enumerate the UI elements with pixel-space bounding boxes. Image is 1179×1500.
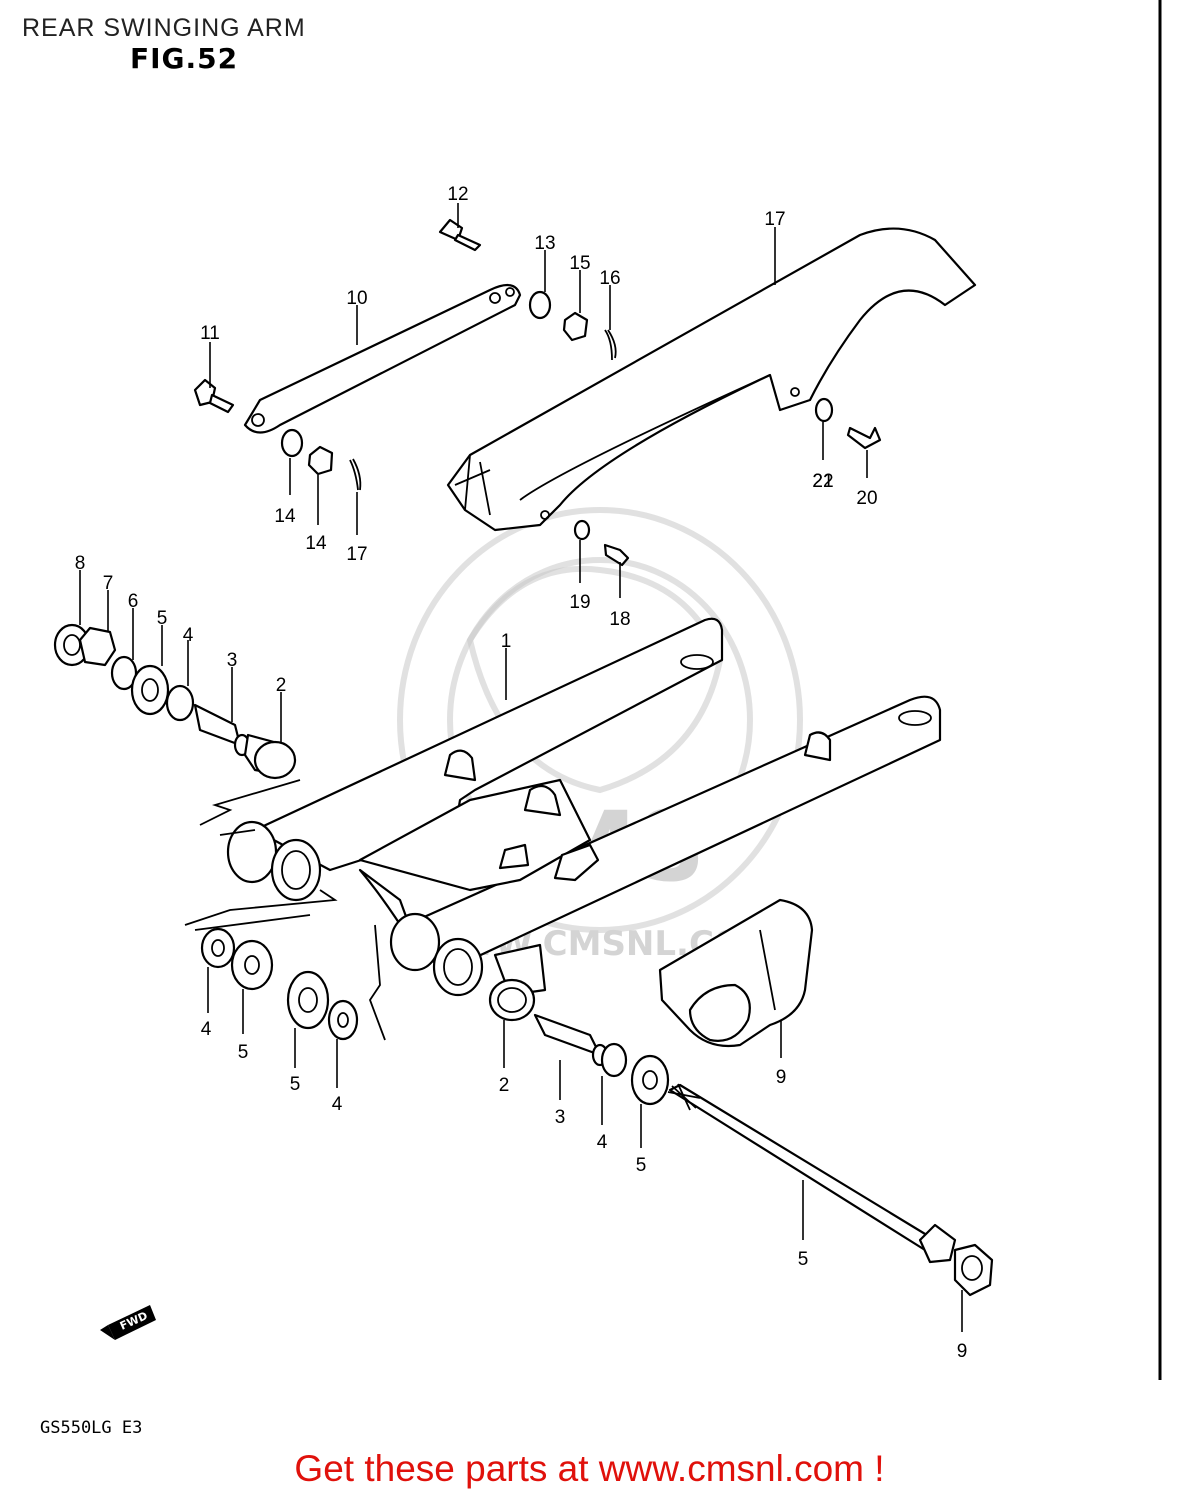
callout-number: 13 bbox=[534, 233, 555, 254]
part-right-hardware bbox=[488, 978, 994, 1297]
part-chain-adjuster bbox=[658, 898, 814, 1048]
callout-layer: 1223344445555567899101112131414151617171… bbox=[75, 184, 968, 1362]
get-parts-link[interactable]: Get these parts at www.cmsnl.com ! bbox=[294, 1448, 885, 1489]
callout-number: 12 bbox=[447, 184, 468, 205]
figure-number: FIG.52 bbox=[130, 42, 239, 75]
callout-number: 4 bbox=[332, 1094, 343, 1115]
callout-number: 21 bbox=[812, 471, 833, 492]
callout-number: 6 bbox=[128, 591, 139, 612]
callout-number: 16 bbox=[599, 268, 620, 289]
callout-number: 2 bbox=[499, 1075, 510, 1096]
callout-number: 11 bbox=[200, 323, 220, 344]
callout-number: 8 bbox=[75, 553, 86, 574]
callout-number: 4 bbox=[201, 1019, 212, 1040]
callout-number: 4 bbox=[183, 625, 194, 646]
callout-number: 18 bbox=[609, 609, 630, 630]
callout-number: 5 bbox=[636, 1155, 647, 1176]
callout-number: 5 bbox=[798, 1249, 809, 1270]
part-left-hardware bbox=[53, 623, 297, 780]
callout-number: 17 bbox=[764, 209, 785, 230]
callout-number: 15 bbox=[569, 253, 590, 274]
callout-number: 3 bbox=[227, 650, 238, 671]
callout-number: 4 bbox=[597, 1132, 608, 1153]
part-torque-link bbox=[243, 283, 522, 434]
callout-number: 5 bbox=[157, 608, 168, 629]
callout-number: 7 bbox=[103, 573, 114, 594]
callout-number: 5 bbox=[238, 1042, 249, 1063]
part-pivot-shaft bbox=[667, 1083, 957, 1264]
part-swinging-arm bbox=[226, 617, 942, 997]
callout-number: 14 bbox=[274, 506, 296, 527]
callout-number: 22 bbox=[812, 471, 833, 492]
part-small-fasteners bbox=[193, 218, 882, 567]
callout-number: 5 bbox=[290, 1074, 301, 1095]
callout-number: 19 bbox=[569, 592, 590, 613]
callout-number: 9 bbox=[957, 1341, 968, 1362]
callout-number: 3 bbox=[555, 1107, 566, 1128]
part-lower-left-washers bbox=[200, 927, 359, 1041]
fwd-arrow: FWD bbox=[100, 1305, 156, 1340]
model-code: GS550LG E3 bbox=[40, 1418, 143, 1438]
callout-number: 17 bbox=[346, 544, 367, 565]
callout-number: 9 bbox=[776, 1067, 787, 1088]
callout-number: 14 bbox=[305, 533, 327, 554]
diagram-title: REAR SWINGING ARM bbox=[22, 14, 306, 42]
break-marks bbox=[184, 779, 386, 1041]
callout-number: 20 bbox=[856, 488, 877, 509]
callout-number: 2 bbox=[276, 675, 287, 696]
callout-number: 1 bbox=[501, 631, 512, 652]
callout-number: 10 bbox=[346, 288, 367, 309]
part-chain-case bbox=[446, 227, 977, 532]
